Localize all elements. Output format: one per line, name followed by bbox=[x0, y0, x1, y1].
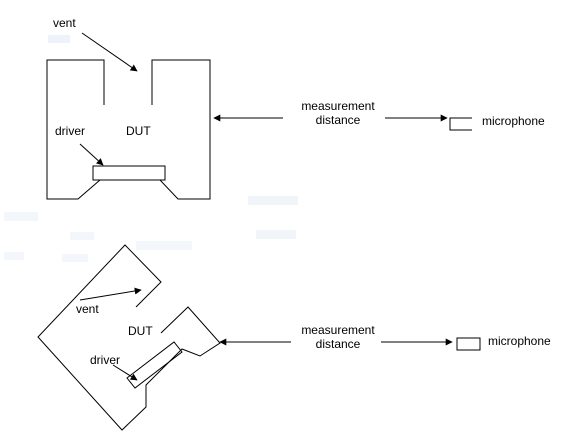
top-driver-rect bbox=[92, 165, 166, 181]
ghost-artifact bbox=[136, 241, 192, 250]
top-vent-arrow bbox=[81, 32, 138, 72]
bottom-measurement-distance-label: measurement distance bbox=[301, 323, 375, 351]
top-driver-arrow bbox=[79, 143, 104, 166]
ghost-artifact bbox=[256, 230, 296, 239]
bottom-driver-rect bbox=[126, 341, 183, 389]
ghost-artifact bbox=[248, 196, 298, 205]
ghost-artifact bbox=[62, 254, 88, 262]
bottom-dut-label: DUT bbox=[128, 324, 153, 338]
bottom-diagram bbox=[37, 244, 481, 431]
bottom-enclosure-outline bbox=[37, 244, 221, 431]
top-diagram bbox=[46, 32, 472, 200]
ghost-artifact bbox=[4, 252, 24, 260]
bottom-microphone-label: microphone bbox=[488, 334, 551, 348]
top-microphone-symbol bbox=[449, 117, 472, 131]
ghost-artifact bbox=[70, 232, 94, 240]
top-dut-label: DUT bbox=[126, 124, 151, 138]
top-driver-label: driver bbox=[55, 124, 86, 138]
bottom-driver-label: driver bbox=[90, 353, 121, 367]
ghost-artifact bbox=[48, 35, 70, 43]
bottom-microphone-symbol bbox=[456, 337, 481, 351]
bottom-vent-arrow bbox=[79, 287, 142, 301]
bottom-driver-arrow bbox=[112, 364, 138, 381]
top-microphone-label: microphone bbox=[482, 114, 545, 128]
top-vent-label: vent bbox=[53, 16, 76, 30]
ghost-artifact bbox=[4, 212, 38, 221]
top-measurement-distance-label: measurement distance bbox=[301, 99, 375, 127]
bottom-vent-label: vent bbox=[76, 302, 99, 316]
